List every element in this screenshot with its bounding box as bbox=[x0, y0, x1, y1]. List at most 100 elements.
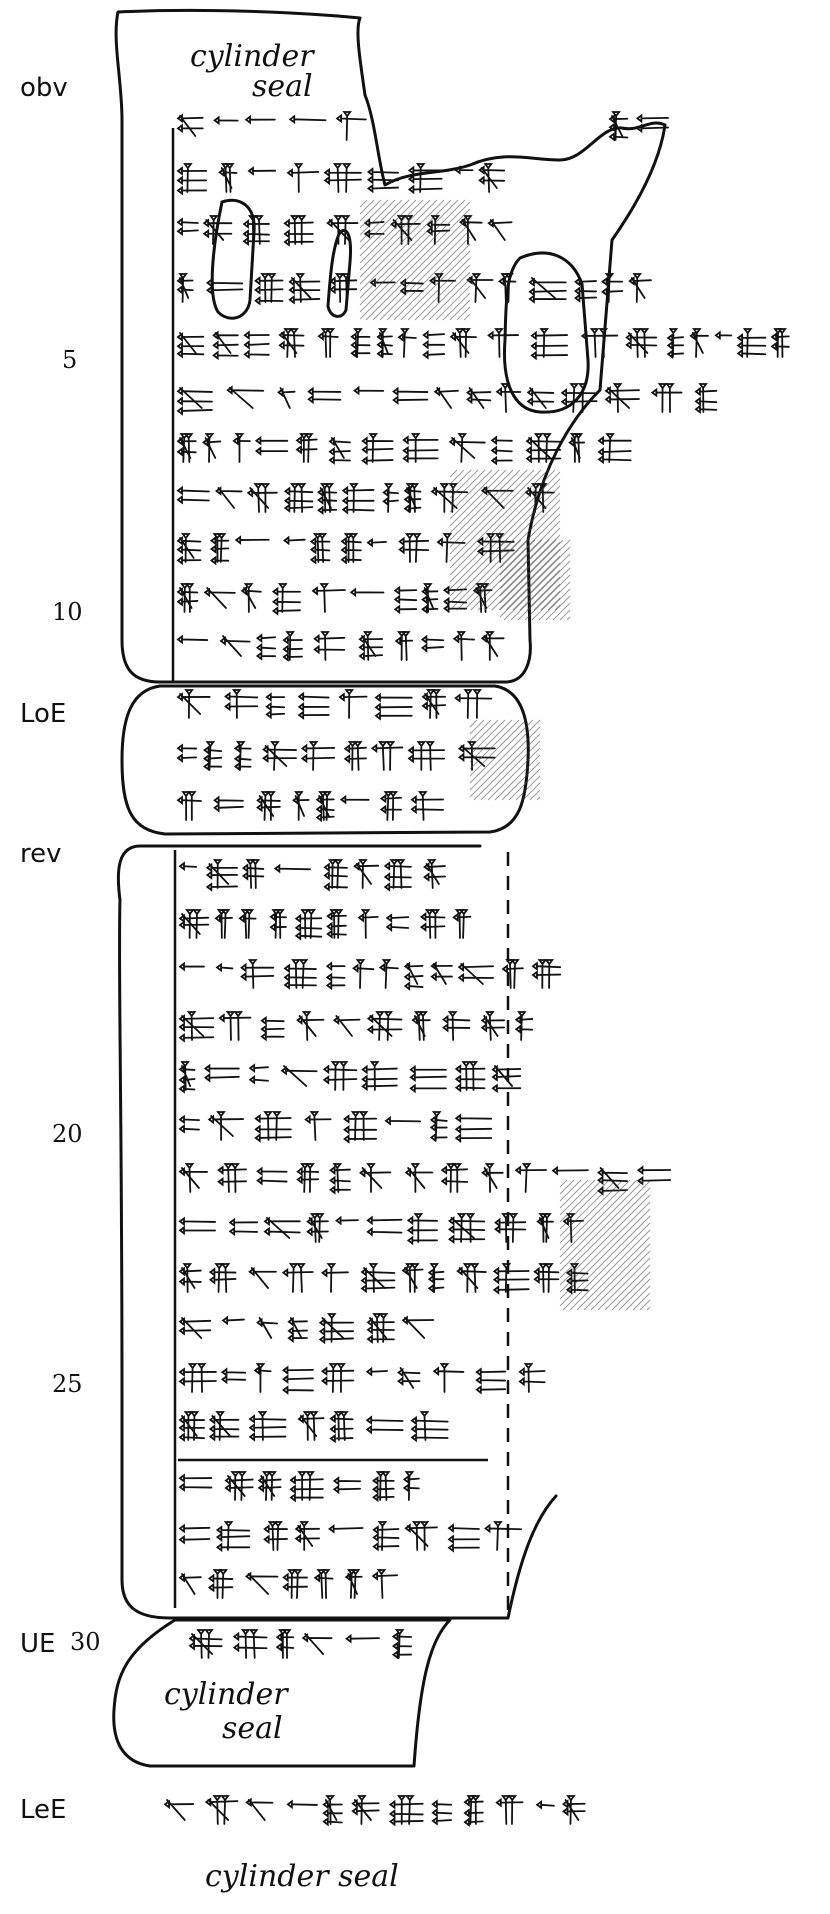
inscribed-line bbox=[176, 433, 632, 466]
cuneiform-sign bbox=[282, 535, 306, 546]
cuneiform-sign bbox=[281, 1365, 314, 1395]
cuneiform-sign bbox=[338, 689, 368, 719]
cuneiform-sign bbox=[254, 273, 284, 306]
inscribed-line bbox=[178, 1111, 493, 1144]
cuneiform-sign bbox=[361, 1061, 398, 1092]
cuneiform-sign bbox=[365, 1366, 388, 1377]
hatch-stroke bbox=[559, 1179, 617, 1237]
cuneiform-sign bbox=[349, 587, 385, 598]
cuneiform-sign bbox=[466, 387, 492, 409]
hatch-stroke bbox=[499, 539, 508, 548]
cuneiform-sign bbox=[429, 1111, 448, 1143]
cuneiform-sign bbox=[568, 433, 586, 463]
cuneiform-sign bbox=[480, 631, 505, 661]
cuneiform-sign bbox=[296, 1163, 320, 1193]
cuneiform-sign bbox=[427, 1263, 445, 1294]
cuneiform-sign bbox=[176, 689, 211, 719]
cuneiform-sign bbox=[203, 587, 236, 609]
cuneiform-sign bbox=[366, 1011, 403, 1041]
cuneiform-sign bbox=[449, 328, 477, 358]
cuneiform-sign bbox=[608, 111, 629, 142]
cuneiform-sign bbox=[604, 383, 640, 413]
cuneiform-sign bbox=[255, 633, 277, 661]
inscribed-line bbox=[176, 583, 493, 616]
cuneiform-sign bbox=[454, 689, 493, 719]
cuneiform-sign bbox=[300, 741, 336, 771]
cuneiform-sign bbox=[178, 1163, 209, 1193]
line-number-25: 25 bbox=[52, 1370, 83, 1398]
damage-hatching bbox=[359, 199, 651, 1311]
obverse-seal-line1: cylinder bbox=[190, 39, 315, 74]
cuneiform-sign bbox=[178, 1523, 211, 1545]
cuneiform-sign bbox=[448, 1213, 486, 1245]
inscribed-line bbox=[178, 1163, 672, 1196]
inscribed-line bbox=[163, 1795, 586, 1827]
cuneiform-sign bbox=[392, 386, 429, 405]
cuneiform-sign bbox=[420, 634, 445, 653]
cuneiform-sign bbox=[422, 330, 446, 360]
hatch-stroke bbox=[469, 719, 499, 749]
cuneiform-sign bbox=[404, 1521, 438, 1551]
cuneiform-sign bbox=[248, 1266, 277, 1289]
hatch-stroke bbox=[359, 199, 382, 222]
inscribed-line bbox=[178, 859, 446, 892]
hatch-stroke bbox=[508, 768, 541, 801]
cuneiform-sign bbox=[178, 1316, 212, 1339]
hatch-stroke bbox=[449, 469, 479, 499]
cuneiform-sign bbox=[326, 909, 347, 939]
cuneiform-sign bbox=[313, 631, 346, 661]
cuneiform-sign bbox=[232, 1629, 268, 1659]
hatch-stroke bbox=[473, 733, 541, 801]
inscribed-line bbox=[178, 1011, 534, 1043]
hatch-stroke bbox=[449, 471, 561, 583]
cuneiform-sign bbox=[394, 631, 414, 661]
hatch-stroke bbox=[501, 761, 541, 801]
hatch-stroke bbox=[449, 469, 465, 485]
cuneiform-sign bbox=[178, 1263, 202, 1293]
cuneiform-sign bbox=[226, 385, 265, 409]
hatch-stroke bbox=[449, 492, 561, 604]
cuneiform-sign bbox=[301, 1633, 333, 1655]
cuneiform-sign bbox=[343, 741, 367, 771]
cuneiform-sign bbox=[490, 435, 513, 466]
cuneiform-sign bbox=[311, 583, 346, 613]
cuneiform-sign bbox=[246, 483, 278, 513]
hatch-stroke bbox=[505, 555, 561, 611]
cuneiform-sign bbox=[454, 165, 474, 175]
hatch-stroke bbox=[414, 264, 471, 321]
cuneiform-sign bbox=[431, 1799, 453, 1826]
cuneiform-sign bbox=[452, 631, 475, 661]
hatch-stroke bbox=[597, 1257, 651, 1311]
cuneiform-sign bbox=[178, 1011, 215, 1043]
hatch-stroke bbox=[510, 560, 571, 621]
line-number-20: 20 bbox=[52, 1120, 83, 1148]
cuneiform-sign bbox=[263, 1521, 288, 1551]
hatch-stroke bbox=[524, 574, 571, 621]
cuneiform-sign bbox=[296, 1011, 325, 1041]
cuneiform-sign bbox=[366, 537, 387, 548]
cuneiform-sign bbox=[282, 631, 303, 662]
cuneiform-sign bbox=[232, 433, 251, 463]
cuneiform-sign bbox=[366, 167, 399, 194]
cuneiform-sign bbox=[215, 962, 234, 973]
cuneiform-sign bbox=[379, 791, 402, 821]
cuneiform-sign bbox=[601, 273, 624, 303]
cuneiform-sign bbox=[481, 1163, 504, 1193]
hatch-stroke bbox=[359, 199, 431, 271]
hatch-stroke bbox=[449, 469, 556, 576]
hatch-stroke bbox=[469, 726, 541, 798]
hatch-stroke bbox=[359, 199, 417, 257]
hatch-stroke bbox=[559, 609, 571, 621]
hatch-stroke bbox=[449, 469, 535, 555]
hatch-stroke bbox=[449, 469, 507, 527]
cuneiform-sign bbox=[248, 1411, 287, 1442]
cuneiform-sign bbox=[448, 433, 486, 463]
cuneiform-sign bbox=[322, 1795, 343, 1827]
cuneiform-sign bbox=[335, 111, 367, 141]
lower-edge-outline bbox=[120, 684, 530, 836]
cuneiform-sign bbox=[188, 1629, 223, 1659]
cuneiform-sign bbox=[265, 692, 286, 720]
hatch-stroke bbox=[484, 534, 561, 611]
cuneiform-sign bbox=[374, 692, 413, 721]
cuneiform-sign bbox=[242, 215, 270, 247]
